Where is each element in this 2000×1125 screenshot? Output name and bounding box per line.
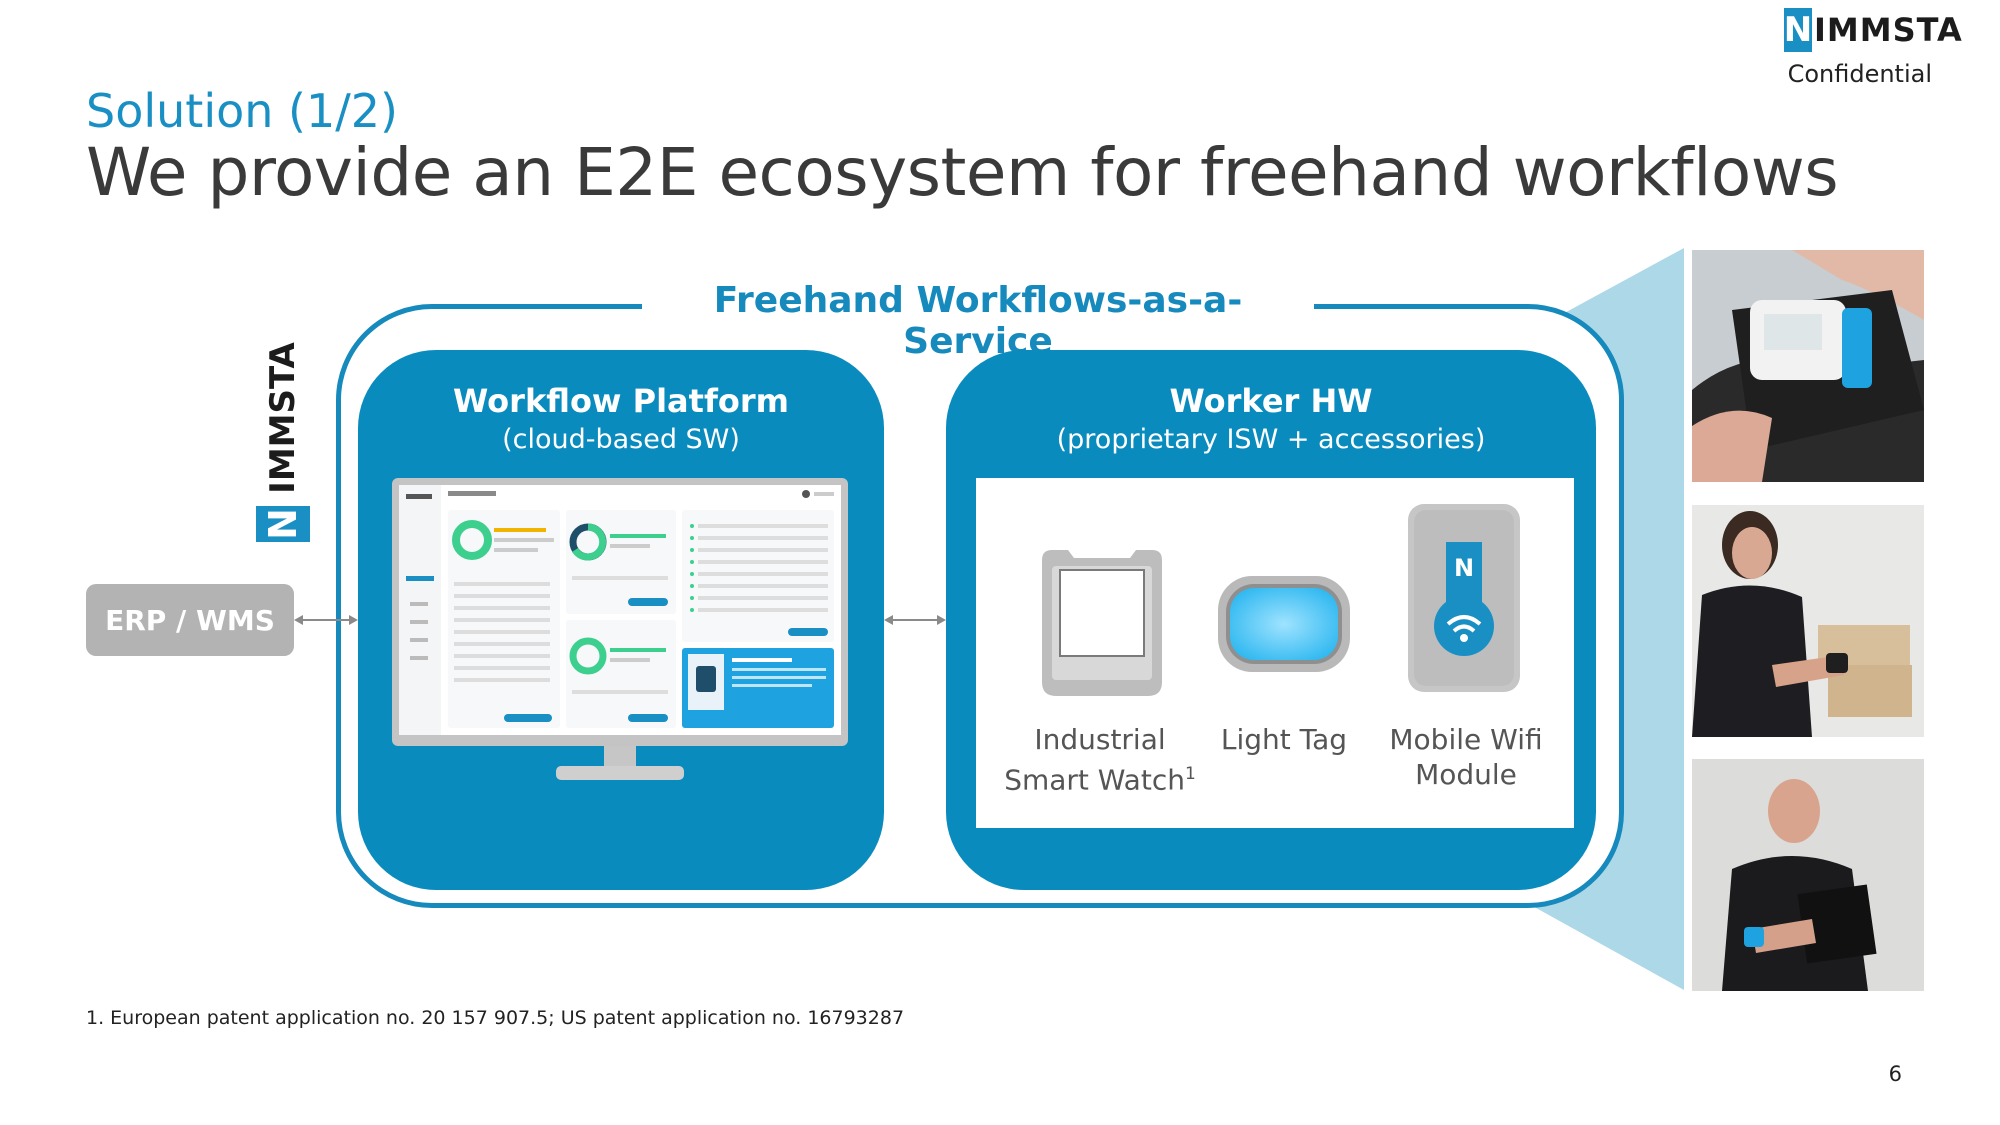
light-tag-label-text: Light Tag bbox=[1220, 723, 1348, 756]
footnote-marker: 1 bbox=[1184, 764, 1196, 784]
workflow-platform-subtitle: (cloud-based SW) bbox=[502, 424, 740, 455]
mobile-wifi-label-line1: Mobile Wifi bbox=[1389, 723, 1543, 756]
platform-hw-arrow bbox=[884, 615, 946, 625]
vertical-logo-wordmark: IMMSTA bbox=[263, 341, 303, 493]
svg-text:N: N bbox=[1454, 554, 1474, 582]
light-tag-icon bbox=[1218, 576, 1350, 672]
dashboard-monitor-illustration bbox=[392, 478, 848, 780]
logo-wordmark: IMMSTA bbox=[1814, 11, 1963, 49]
nimmsta-logo: N IMMSTA bbox=[1784, 6, 1962, 54]
photo-woman-with-boxes bbox=[1692, 505, 1924, 737]
smart-watch-label-line2: Smart Watch bbox=[1004, 763, 1185, 797]
mobile-wifi-label-line2: Module bbox=[1415, 758, 1517, 791]
erp-wms-box: ERP / WMS bbox=[86, 584, 294, 656]
light-tag-label: Light Tag bbox=[1202, 722, 1366, 757]
photo-man-with-box bbox=[1692, 759, 1924, 991]
mobile-wifi-label: Mobile Wifi Module bbox=[1370, 722, 1562, 792]
footnote: 1. European patent application no. 20 15… bbox=[86, 1007, 905, 1029]
workflow-platform-title: Workflow Platform bbox=[453, 382, 789, 420]
page-number: 6 bbox=[1888, 1062, 1902, 1086]
worker-hw-title: Worker HW bbox=[1169, 382, 1373, 420]
vertical-logo-initial: N bbox=[261, 508, 305, 540]
mobile-wifi-module-icon: N bbox=[1408, 504, 1520, 692]
hardware-box: N Industrial Smart Watch1 Light Tag Mobi… bbox=[976, 478, 1574, 828]
worker-hw-subtitle: (proprietary ISW + accessories) bbox=[1056, 424, 1486, 455]
photo-wrist-device bbox=[1692, 250, 1924, 482]
vertical-nimmsta-logo: N IMMSTA bbox=[256, 341, 310, 542]
erp-wms-label: ERP / WMS bbox=[105, 603, 275, 637]
smart-watch-label: Industrial Smart Watch1 bbox=[982, 722, 1218, 797]
smart-watch-icon bbox=[1042, 550, 1162, 696]
confidential-label: Confidential bbox=[1787, 60, 1932, 88]
slide-subtitle: Solution (1/2) bbox=[86, 84, 398, 138]
slide-title: We provide an E2E ecosystem for freehand… bbox=[86, 134, 1839, 211]
service-label: Freehand Workflows-as-a-Service bbox=[642, 280, 1314, 362]
smart-watch-label-line1: Industrial bbox=[1034, 723, 1166, 756]
logo-initial: N bbox=[1783, 8, 1813, 52]
erp-platform-arrow bbox=[294, 615, 358, 625]
